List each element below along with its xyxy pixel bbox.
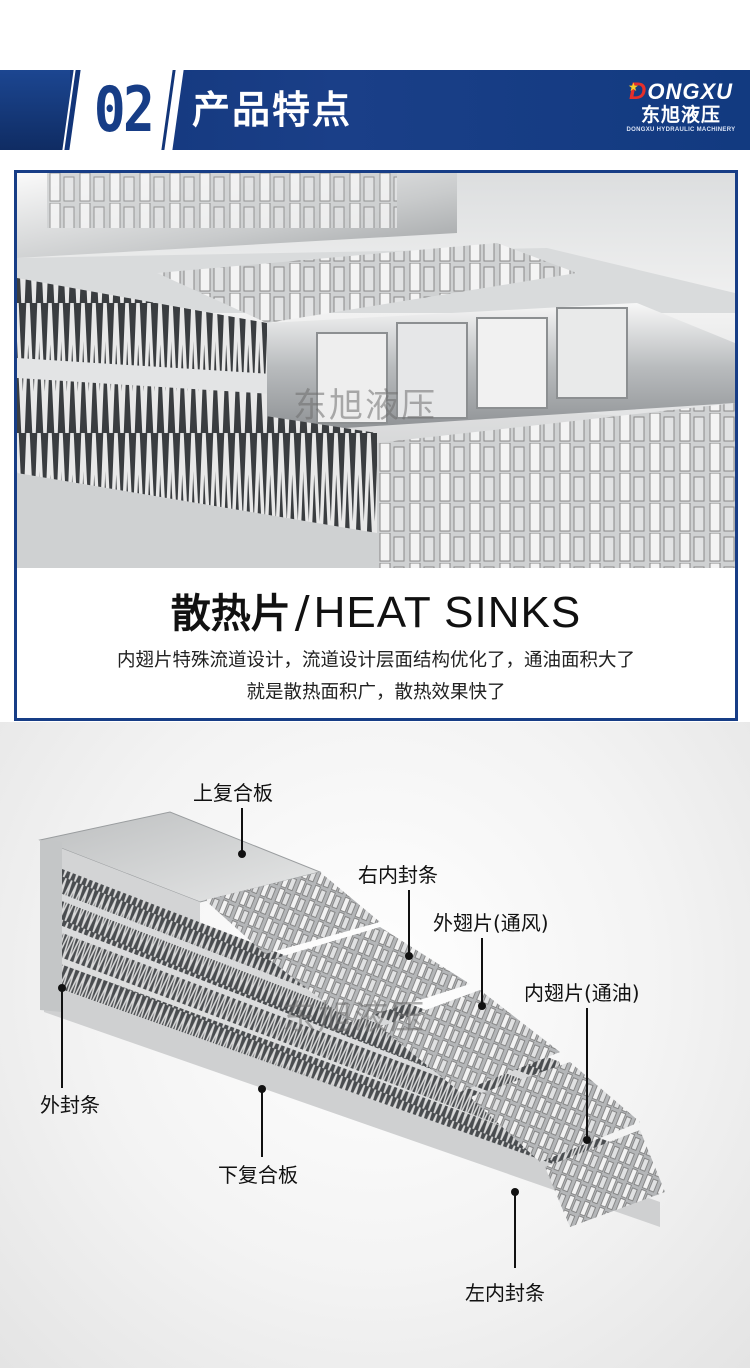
logo-wordmark: DONGXU <box>622 80 740 104</box>
heat-sink-photo: 东旭液压 <box>17 173 735 568</box>
product-title: 散热片/HEAT SINKS <box>17 583 735 643</box>
label-inner-fin: 内翅片(通油) <box>524 981 640 1005</box>
marker-left-seal <box>511 1188 519 1196</box>
leader-right-seal <box>408 890 410 954</box>
marker-top-plate <box>238 850 246 858</box>
section-header-banner: 02 产品特点 ★ DONGXU 东旭液压 DONGXU HYDRAULIC M… <box>0 70 750 150</box>
marker-outer-fin <box>478 1002 486 1010</box>
brand-logo: ★ DONGXU 东旭液压 DONGXU HYDRAULIC MACHINERY <box>622 80 740 142</box>
label-bottom-composite-plate: 下复合板 <box>218 1163 298 1187</box>
marker-bottom-plate <box>258 1085 266 1093</box>
product-description-line-2: 就是散热面积广，散热效果快了 <box>246 682 506 703</box>
product-card: 东旭液压 散热片/HEAT SINKS 内翅片特殊流道设计，流道设计层面结构优化… <box>14 170 738 721</box>
leader-outer-fin <box>481 938 483 1004</box>
leader-left-seal <box>514 1194 516 1268</box>
marker-outer-seal <box>58 984 66 992</box>
diagram-watermark: 东旭液压 <box>282 998 426 1038</box>
product-title-english: HEAT SINKS <box>313 588 582 637</box>
label-top-composite-plate: 上复合板 <box>193 781 273 805</box>
section-title: 产品特点 <box>192 88 353 132</box>
logo-wordmark-rest: ONGXU <box>647 79 734 104</box>
leader-outer-seal <box>61 990 63 1088</box>
photo-watermark: 东旭液压 <box>293 386 437 426</box>
structure-diagram: 东旭液压 上复合板 右内封条 外翅片(通风) 内翅片(通油) 外封条 下复合板 … <box>0 722 750 1368</box>
banner-left-stripe <box>0 70 70 150</box>
product-title-separator: / <box>294 587 310 638</box>
label-outer-fin: 外翅片(通风) <box>433 911 549 935</box>
product-title-chinese: 散热片 <box>170 591 291 637</box>
section-number: 02 <box>93 73 155 146</box>
structure-diagram-graphic <box>38 811 665 1227</box>
label-outer-seal: 外封条 <box>40 1093 100 1117</box>
label-left-inner-seal: 左内封条 <box>465 1281 545 1305</box>
marker-right-seal <box>405 952 413 960</box>
logo-chinese-name: 东旭液压 <box>640 104 721 126</box>
label-right-inner-seal: 右内封条 <box>358 863 438 887</box>
heat-sink-photo-graphic <box>17 173 735 568</box>
leader-bottom-plate <box>261 1091 263 1157</box>
leader-top-plate <box>241 808 243 852</box>
marker-inner-fin <box>583 1136 591 1144</box>
logo-wordmark-first-letter: D <box>628 78 648 105</box>
leader-inner-fin <box>586 1008 588 1138</box>
product-description-line-1: 内翅片特殊流道设计，流道设计层面结构优化了，通油面积大了 <box>116 650 635 671</box>
logo-star-icon: ★ <box>628 80 639 94</box>
logo-english-name: DONGXU HYDRAULIC MACHINERY <box>626 127 736 133</box>
